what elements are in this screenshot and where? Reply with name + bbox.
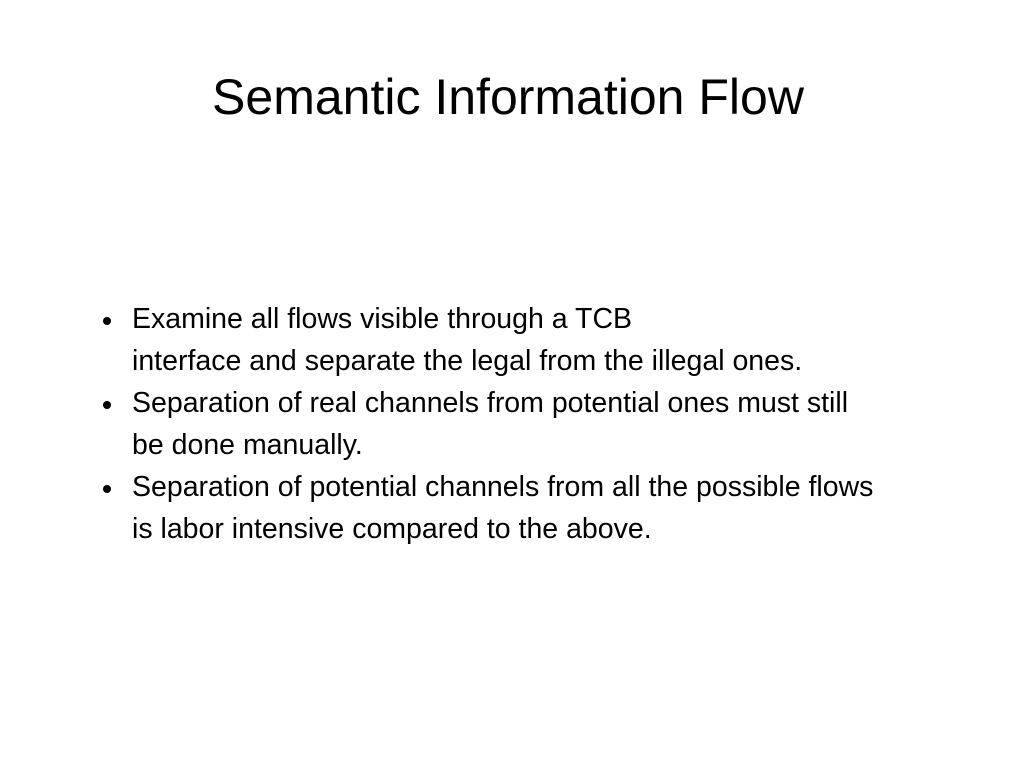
slide-title: Semantic Information Flow	[212, 69, 804, 125]
bullet-text-line: Separation of potential channels from al…	[132, 471, 874, 503]
bullet-text-line: be done manually.	[132, 429, 363, 461]
bullet-item: Examine all flows visible through a TCB …	[103, 298, 1012, 382]
bullet-text-line: Separation of real channels from potenti…	[132, 387, 849, 419]
bullet-list: Examine all flows visible through a TCB …	[103, 298, 1012, 550]
bullet-text-line: Examine all flows visible through a TCB	[132, 303, 633, 335]
bullet-icon	[103, 485, 111, 493]
bullet-icon	[103, 401, 111, 409]
bullet-item: Separation of potential channels from al…	[103, 466, 1012, 550]
bullet-text-line: interface and separate the legal from th…	[132, 345, 803, 377]
bullet-icon	[103, 317, 111, 325]
bullet-item: Separation of real channels from potenti…	[103, 382, 1012, 466]
bullet-text-line: is labor intensive compared to the above…	[132, 513, 652, 545]
